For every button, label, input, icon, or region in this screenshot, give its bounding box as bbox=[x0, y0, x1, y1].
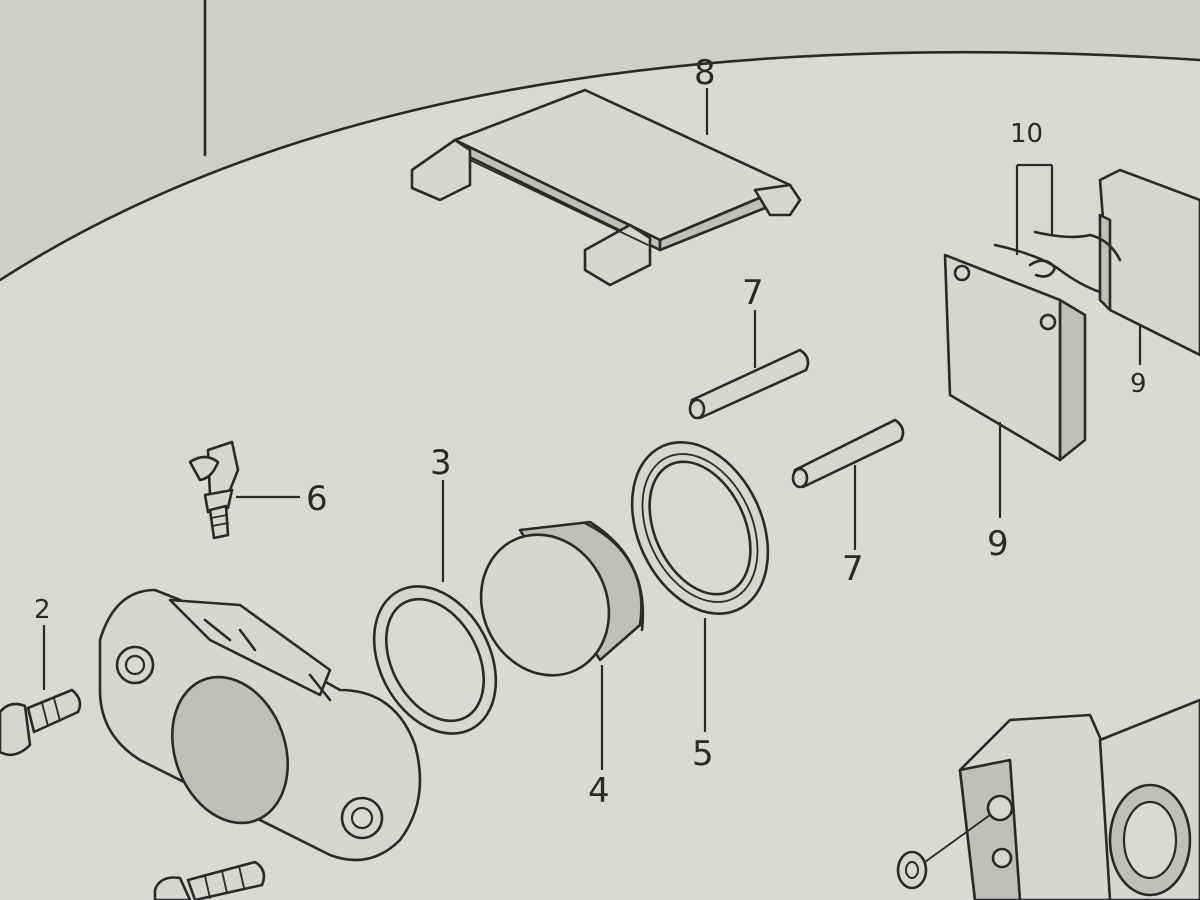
callout-2: 2 bbox=[34, 595, 51, 625]
callout-9b: 9 bbox=[1130, 369, 1147, 399]
callout-8: 8 bbox=[694, 53, 716, 93]
leader-10 bbox=[1015, 163, 1054, 255]
part-4-piston bbox=[479, 520, 645, 677]
callout-5: 5 bbox=[692, 734, 714, 774]
callout-10: 10 bbox=[1010, 119, 1043, 149]
part-2-bolt-lower bbox=[153, 860, 266, 900]
part-7-pin-lower bbox=[791, 418, 905, 489]
callout-9a: 9 bbox=[987, 524, 1009, 564]
caliper-body-outer bbox=[98, 588, 422, 862]
part-6-bleeder-valve bbox=[188, 440, 240, 540]
callout-4: 4 bbox=[588, 771, 610, 811]
callout-7b: 7 bbox=[842, 549, 864, 589]
panel-border-curve bbox=[0, 50, 1200, 282]
part-8-pad-retainer bbox=[410, 88, 802, 287]
part-2-bolt-upper bbox=[0, 688, 82, 757]
adjacent-caliper-assembly bbox=[896, 698, 1200, 900]
part-5-dust-seal bbox=[630, 441, 770, 615]
callout-7a: 7 bbox=[742, 273, 764, 313]
part-9-brake-pad-front bbox=[943, 253, 1087, 462]
callout-6: 6 bbox=[306, 479, 328, 519]
part-3-piston-seal bbox=[372, 585, 498, 735]
callout-3: 3 bbox=[430, 443, 452, 483]
part-7-pin-upper bbox=[688, 348, 810, 420]
